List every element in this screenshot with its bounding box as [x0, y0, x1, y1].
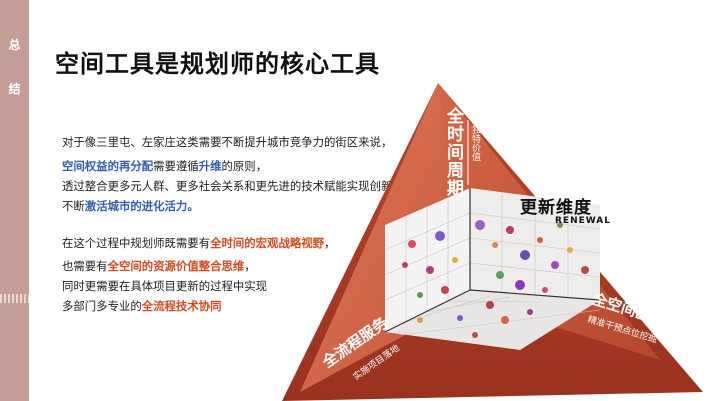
vertical-axis-label: 全时间周期 [443, 107, 463, 197]
sidebar-label-top: 总 [8, 38, 21, 52]
sidebar-label-bottom: 结 [8, 82, 21, 96]
highlight-space-rights: 空间权益的再分配 [62, 159, 154, 173]
paragraph1-line3: 透过整合更多元人群、更多社会关系和更先进的技术赋能实现创新升维， [62, 179, 427, 193]
highlight-activate-city: 激活城市的进化活力。 [84, 199, 199, 213]
paragraph1-line4: 不断激活城市的进化活力。 [62, 199, 199, 213]
paragraph2-line2: 也需要有全空间的资源价值整合思维， [62, 259, 256, 273]
axes [384, 188, 601, 333]
grid-lines [384, 192, 601, 336]
paragraph1-line1: 对于像三里屯、左家庄这类需要不断提升城市竞争力的街区来说， [62, 135, 393, 149]
page-title: 空间工具是规划师的核心工具 [55, 50, 380, 78]
scatter-bubbles [402, 220, 589, 338]
paragraph2-line4: 多部门多专业的全流程技术协同 [62, 299, 222, 313]
sidebar-tab: 总 结 [0, 0, 29, 401]
grid-floor [385, 290, 600, 350]
paragraph2-line3: 同时更需要在具体项目更新的过程中实现 [62, 279, 268, 293]
sidebar-decoration [0, 294, 29, 303]
center-sub: RENEWAL [555, 216, 611, 226]
highlight-full-process: 全流程技术协同 [141, 299, 222, 313]
highlight-full-time: 全时间的宏观战略视野 [210, 236, 325, 250]
paragraph1-line2: 空间权益的再分配需要遵循升维的原则， [62, 159, 268, 173]
paragraph2-line1: 在这个过程中规划师既需要有全时间的宏观战略视野， [62, 236, 336, 250]
highlight-upgrade: 升维 [198, 159, 222, 173]
vertical-axis-sub: 发现独特价值 [470, 107, 480, 161]
center-title: 更新维度 [520, 198, 592, 218]
highlight-full-space: 全空间的资源价值整合思维 [107, 259, 245, 273]
